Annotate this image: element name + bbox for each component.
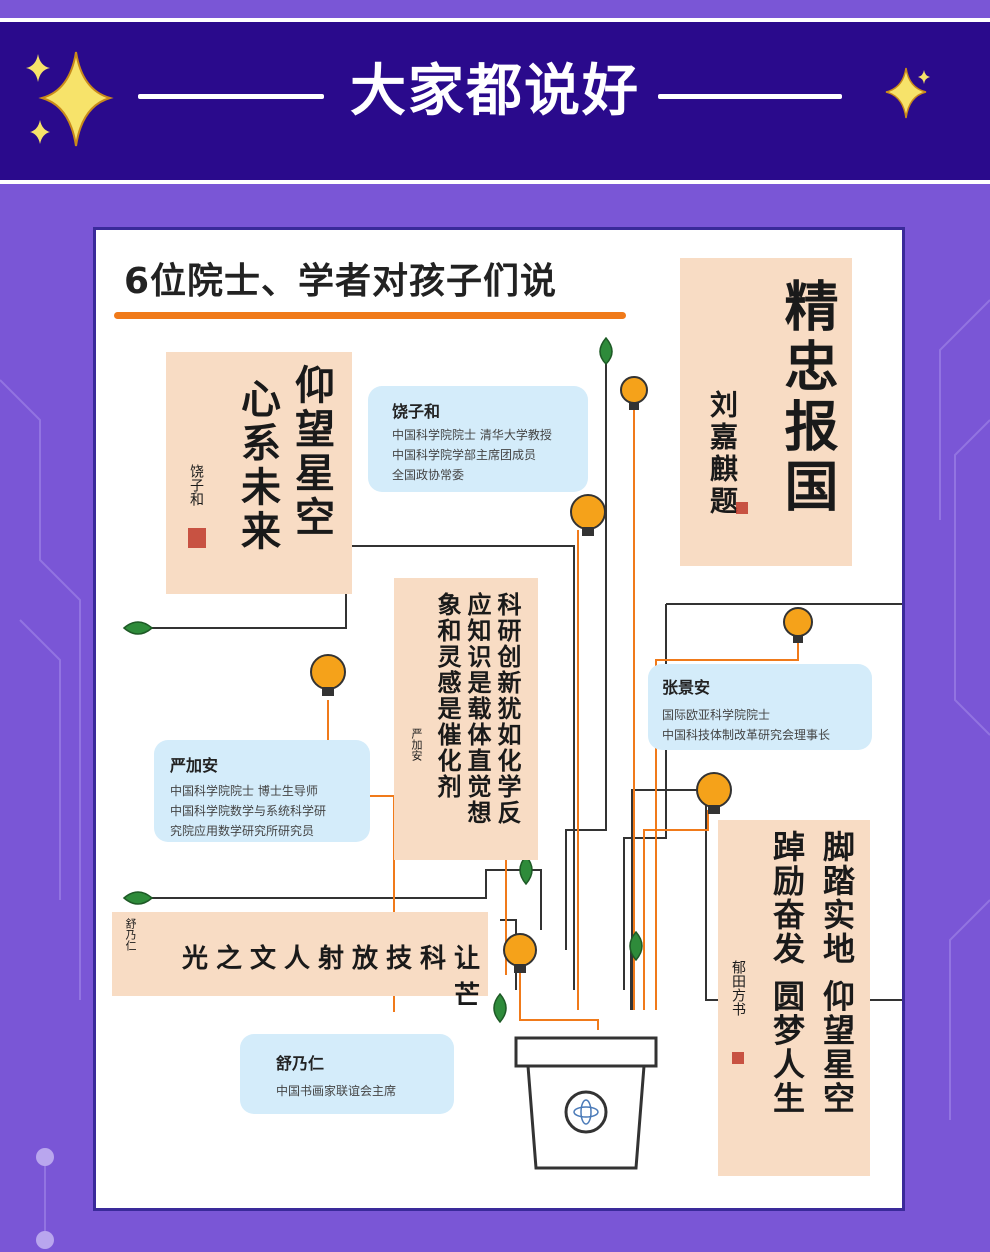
scroll-text: 心系未来 [234, 378, 281, 554]
scroll-text: 踔励奋发 圆梦人生 [768, 830, 806, 1116]
person-title: 中国科学院院士 清华大学教授 [392, 428, 552, 442]
speech-bubble-zhang: 张景安 国际欧亚科学院院士 中国科技体制改革研究会理事长 [648, 664, 872, 750]
red-seal [188, 528, 206, 548]
person-title: 全国政协常委 [392, 468, 465, 482]
banner-title: 大家都说好 [350, 59, 640, 124]
leaf-icon [493, 992, 507, 1024]
calligraphy-scroll-rao: 仰望星空 心系未来 饶子和 [166, 352, 352, 594]
person-name: 严加安 [170, 756, 219, 775]
leaf-icon [122, 891, 154, 905]
scroll-text: 让科技放射人文之光芒 [181, 944, 488, 1011]
person-title: 中国科学院院士 博士生导师 [170, 784, 318, 798]
calligraphy-scroll-liu: 精忠报国 刘嘉麒题 [680, 258, 852, 566]
academicians-card: 6位院士、学者对孩子们说 [93, 227, 905, 1211]
person-title: 中国书画家联谊会主席 [276, 1084, 397, 1098]
circuit-tree-illustration [122, 336, 902, 1170]
scroll-text: 应知识是载体直觉想 [463, 592, 492, 826]
person-title: 中国科学院学部主席团成员 [392, 448, 537, 462]
scroll-text: 精忠报国 [775, 278, 839, 518]
title-underline [114, 312, 626, 319]
leaf-icon [599, 336, 613, 366]
scroll-text: 象和灵感是催化剂 [433, 592, 462, 800]
person-name: 饶子和 [392, 402, 441, 421]
sparkle-icon [885, 67, 930, 119]
person-title: 国际欧亚科学院院士 [662, 708, 771, 722]
person-title: 究院应用数学研究所研究员 [170, 824, 315, 838]
section-banner: 大家都说好 [0, 18, 990, 184]
leaf-icon [519, 854, 533, 886]
lightbulb-icon [783, 607, 813, 643]
person-title: 中国科学院数学与系统科学研 [170, 804, 327, 818]
lightbulb-icon [570, 494, 606, 536]
lightbulb-icon [696, 772, 732, 814]
banner-left-rule [138, 94, 324, 99]
calligraphy-scroll-yu: 脚踏实地 仰望星空 踔励奋发 圆梦人生 郁田方书 [718, 820, 870, 1176]
lightbulb-icon [503, 933, 537, 973]
leaf-icon [122, 621, 154, 635]
banner-right-rule [658, 94, 842, 99]
top-strip [0, 0, 990, 10]
card-title: 6位院士、学者对孩子们说 [124, 261, 558, 302]
speech-bubble-shu: 舒乃仁 中国书画家联谊会主席 [240, 1034, 454, 1114]
scroll-signature: 舒乃仁 [124, 918, 137, 951]
red-seal [736, 502, 748, 514]
scroll-text: 仰望星空 [288, 364, 335, 540]
person-name: 舒乃仁 [276, 1054, 325, 1073]
calligraphy-scroll-shu: 让科技放射人文之光芒 舒乃仁 [112, 912, 488, 1011]
sparkle-icon [26, 51, 114, 147]
speech-bubble-yan: 严加安 中国科学院院士 博士生导师 中国科学院数学与系统科学研 究院应用数学研究… [154, 740, 370, 842]
scroll-signature: 饶子和 [188, 464, 204, 506]
lightbulb-icon [310, 654, 346, 696]
scroll-text: 脚踏实地 仰望星空 [818, 830, 856, 1116]
scroll-text: 科研创新犹如化学反 [493, 592, 522, 826]
lightbulb-icon [620, 376, 648, 410]
scroll-signature: 严加安 [410, 728, 423, 761]
leaf-icon [629, 930, 643, 962]
person-name: 张景安 [662, 678, 711, 697]
speech-bubble-rao: 饶子和 中国科学院院士 清华大学教授 中国科学院学部主席团成员 全国政协常委 [368, 386, 588, 492]
person-title: 中国科技体制改革研究会理事长 [662, 728, 831, 742]
red-seal [732, 1052, 744, 1064]
scroll-signature: 郁田方书 [730, 960, 746, 1016]
calligraphy-scroll-yan: 科研创新犹如化学反 应知识是载体直觉想 象和灵感是催化剂 严加安 [394, 578, 538, 860]
flower-pot-icon [514, 1036, 658, 1170]
scroll-signature: 刘嘉麒题 [706, 390, 739, 518]
